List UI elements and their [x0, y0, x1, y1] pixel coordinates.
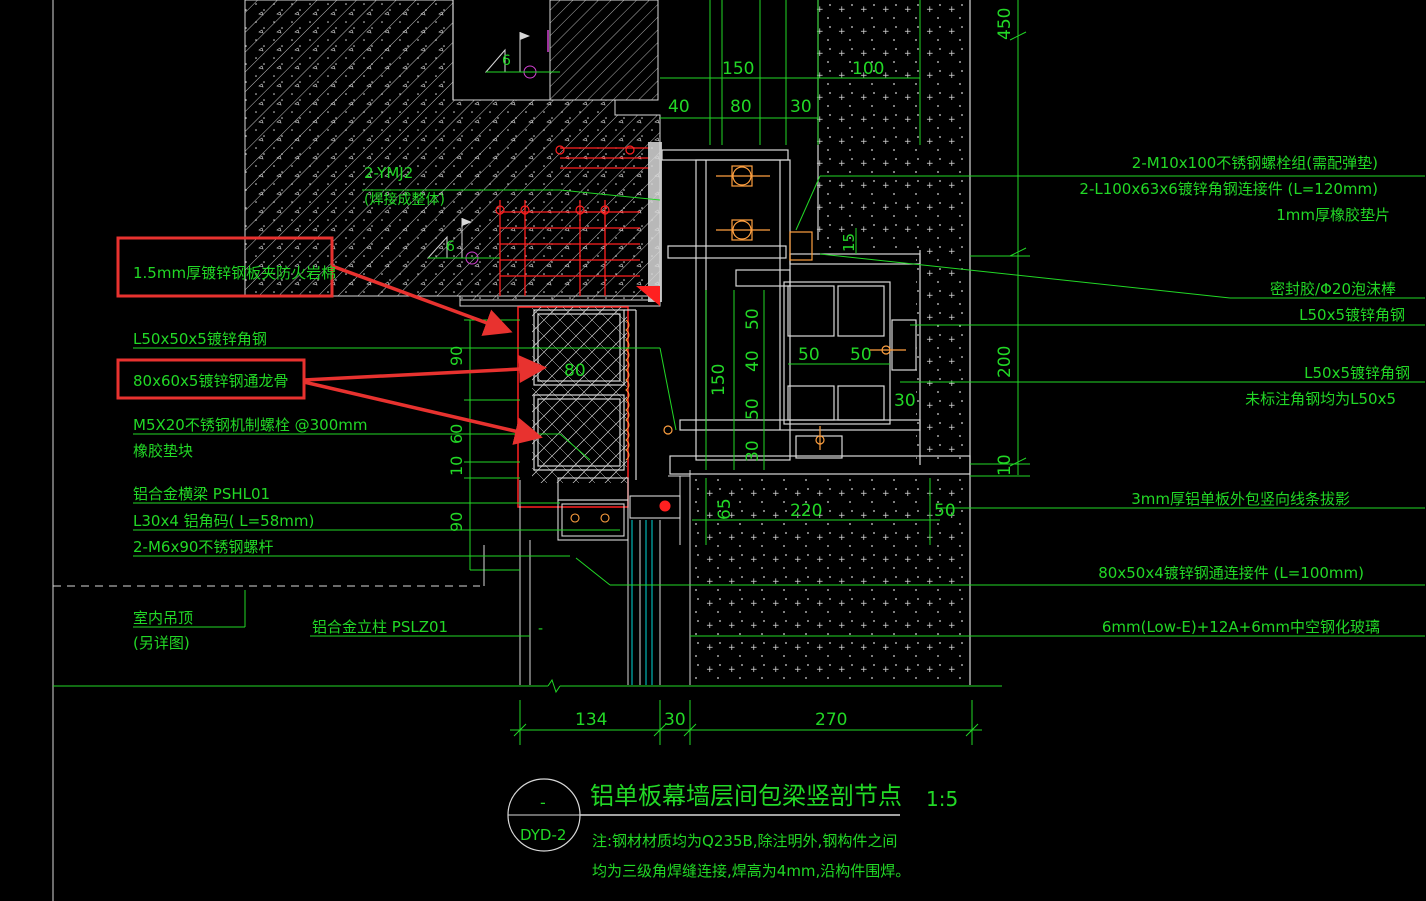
callouts-left: 2-YMJ2 (焊接成整体) 1.5mm厚镀锌钢板夹防火岩棉 L50x50x5镀…	[133, 164, 448, 652]
dim-lower-220: 220	[790, 501, 822, 521]
dim-left-60: 60	[447, 424, 466, 444]
dim-inner-50a: 50	[743, 308, 763, 330]
callout-see-detail: (另详图)	[133, 634, 190, 652]
dim-left-90b: 90	[447, 512, 466, 532]
concrete-beam	[244, 0, 661, 307]
leader-lines	[133, 175, 1425, 637]
anchor-plate	[495, 142, 662, 306]
dim-top-40: 40	[668, 97, 690, 117]
dim-inner-30b: 30	[894, 391, 916, 411]
callout-rubber-sheet: 1mm厚橡胶垫片	[1276, 206, 1390, 224]
dim-inner-50c: 50	[798, 345, 820, 365]
dim-lower-65: 65	[715, 498, 735, 520]
dim-right-10: 10	[995, 454, 1015, 476]
callout-m10-bolt: 2-M10x100不锈钢螺栓组(需配弹垫)	[1132, 154, 1378, 172]
dim-bottom-270: 270	[815, 710, 847, 730]
dim-inner-150: 150	[709, 364, 729, 396]
weld-flag-2: 6	[426, 218, 500, 265]
dim-top-100: 100	[852, 59, 884, 79]
callout-l50-angle-2: L50x5镀锌角钢	[1304, 364, 1410, 382]
dim-left-90a: 90	[447, 346, 466, 366]
callout-steel-keel: 80x60x5镀锌钢通龙骨	[133, 372, 288, 390]
callout-angle-steel: L50x50x5镀锌角钢	[133, 330, 267, 348]
callout-fire-wool: 1.5mm厚镀锌钢板夹防火岩棉	[133, 264, 336, 282]
dim-inner-15: 15	[840, 233, 858, 252]
dim-lower-50: 50	[934, 501, 956, 521]
detail-symbol-bottom: DYD-2	[520, 826, 566, 844]
callout-m5-bolt: M5X20不锈钢机制螺栓 @300mm	[133, 416, 367, 434]
dim-top-150: 150	[722, 59, 754, 79]
callout-unmarked-angle: 未标注角钢均为L50x5	[1245, 390, 1396, 408]
weld-flag-1: 6	[484, 32, 560, 79]
dim-inner-30a: 30	[743, 440, 763, 462]
bolt-group	[663, 165, 906, 450]
callout-sealant: 密封胶/Φ20泡沫棒	[1270, 280, 1396, 298]
panel-region	[692, 0, 971, 685]
callout-rubber-pad: 橡胶垫块	[133, 442, 193, 460]
dim-inner-40: 40	[743, 350, 763, 372]
note-line-1: 注:钢材材质均为Q235B,除注明外,钢构件之间	[592, 832, 897, 850]
dimension-labels: 150 100 40 80 30 450 200 10 15 50 40 50 …	[447, 8, 1015, 730]
callout-steel-connector: 80x50x4镀锌钢通连接件 (L=100mm)	[1098, 564, 1364, 582]
dim-bottom-134: 134	[575, 710, 607, 730]
dim-inner-50b: 50	[743, 398, 763, 420]
callout-l100-connector: 2-L100x63x6镀锌角钢连接件 (L=120mm)	[1079, 180, 1378, 198]
embedded-plate	[499, 147, 650, 296]
detail-symbol-top: -	[540, 793, 546, 812]
callout-alu-angle: L30x4 铝角码( L=58mm)	[133, 512, 314, 530]
center-mark: -	[538, 621, 543, 637]
callout-welded: (焊接成整体)	[364, 191, 445, 208]
weld-mark-1-label: 6	[502, 53, 511, 69]
dim-left-10: 10	[447, 456, 466, 476]
callouts-right: 2-M10x100不锈钢螺栓组(需配弹垫) 2-L100x63x6镀锌角钢连接件…	[1079, 154, 1410, 636]
aluminium-mullion	[519, 470, 691, 685]
callout-ymj2: 2-YMJ2	[364, 164, 413, 182]
weld-mark-2-label: 6	[446, 239, 455, 255]
callout-m6-rod: 2-M6x90不锈钢螺杆	[133, 538, 273, 556]
dim-bottom-30: 30	[664, 710, 686, 730]
callout-transom: 铝合金横梁 PSHL01	[133, 485, 270, 503]
highlight-annotations	[116, 236, 547, 445]
dimension-lines	[53, 0, 1425, 745]
title-block: - DYD-2 铝单板幕墙层间包梁竖剖节点 1:5 注:钢材材质均为Q235B,…	[507, 778, 958, 880]
callout-ceiling: 室内吊顶	[133, 609, 193, 627]
dim-inner-80: 80	[564, 361, 586, 381]
dim-right-200: 200	[995, 346, 1015, 378]
dim-inner-50d: 50	[850, 345, 872, 365]
dim-top-80: 80	[730, 97, 752, 117]
dim-right-450: 450	[995, 8, 1015, 40]
note-line-2: 均为三级角焊缝连接,焊高为4mm,沿构件围焊。	[592, 862, 910, 880]
callout-l50-angle-1: L50x5镀锌角钢	[1299, 306, 1405, 324]
aluminium-transom	[557, 477, 681, 541]
callout-alu-panel: 3mm厚铝单板外包竖向线条拔影	[1131, 490, 1350, 508]
drawing-title: 铝单板幕墙层间包梁竖剖节点	[590, 782, 902, 810]
callout-mullion: 铝合金立柱 PSLZ01	[312, 618, 448, 636]
drawing-scale: 1:5	[926, 787, 958, 811]
rubber-pads	[625, 319, 630, 461]
callout-glass: 6mm(Low-E)+12A+6mm中空钢化玻璃	[1102, 618, 1380, 636]
dim-top-30: 30	[790, 97, 812, 117]
